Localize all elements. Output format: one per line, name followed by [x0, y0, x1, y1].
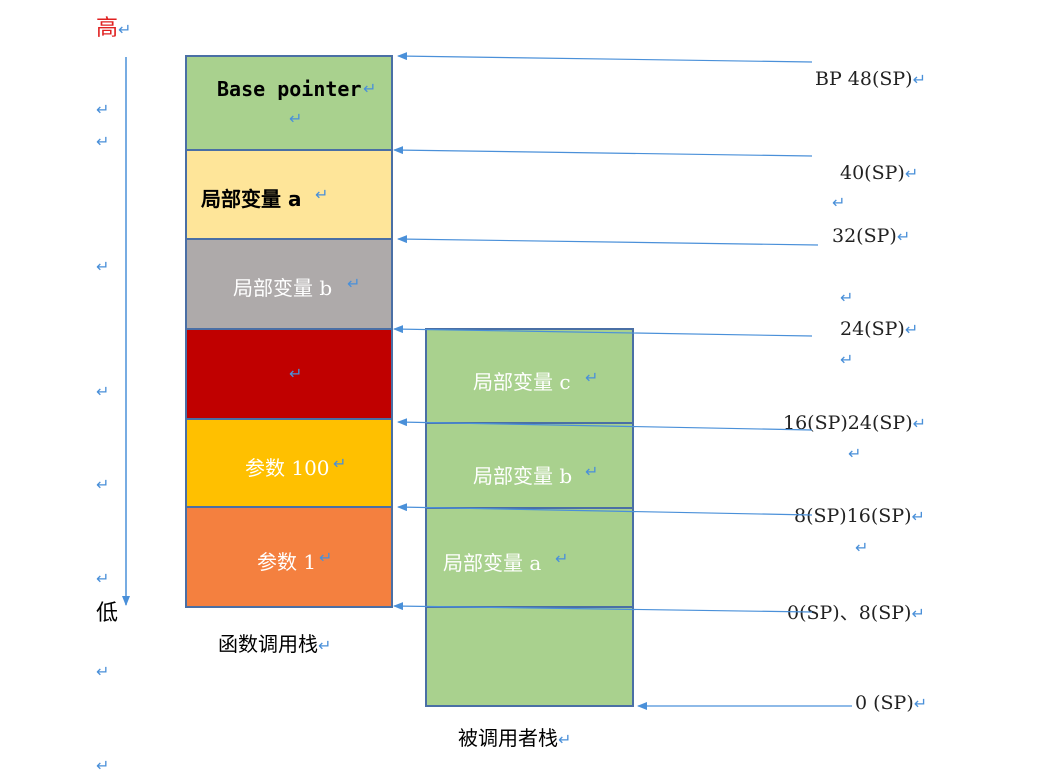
callee-cell-local-b: 局部变量 b ↵: [425, 422, 634, 509]
return-mark: ↵: [96, 662, 110, 681]
pointer-arrow: [393, 602, 813, 613]
offset-label: 24(SP)↵: [840, 318, 919, 340]
return-mark: ↵: [96, 382, 110, 401]
offset-label: 16(SP)24(SP)↵: [783, 412, 927, 434]
caller-stack-title: 函数调用栈↵: [218, 632, 332, 656]
return-mark: ↵: [333, 454, 347, 473]
offset-label: 8(SP)16(SP)↵: [794, 505, 925, 527]
pointer-arrow: [397, 235, 819, 246]
return-mark: ↵: [840, 288, 854, 307]
callee-cell-label: 局部变量 a: [443, 551, 542, 575]
caller-cell-local-b: 局部变量 b ↵: [185, 238, 393, 330]
return-mark: ↵: [96, 257, 110, 276]
return-mark: ↵: [96, 569, 110, 588]
low-label: 低: [96, 601, 119, 626]
pointer-arrow: [393, 325, 813, 337]
return-mark: ↵: [315, 185, 329, 204]
return-mark: ↵: [96, 100, 110, 119]
caller-cell-label: Base pointer: [217, 77, 362, 101]
return-mark: ↵: [347, 274, 361, 293]
return-mark: ↵: [832, 193, 846, 212]
return-mark: ↵: [289, 364, 303, 383]
caller-cell-param-1: 参数 1 ↵: [185, 506, 393, 608]
return-mark: ↵: [319, 548, 333, 567]
return-mark: ↵: [96, 475, 110, 494]
callee-cell-empty: [425, 606, 634, 707]
callee-cell-label: 局部变量 b: [473, 464, 573, 488]
return-mark: ↵: [848, 444, 862, 463]
callee-cell-label: 局部变量 c: [473, 370, 571, 394]
return-mark: ↵: [555, 549, 569, 568]
caller-cell-label: 局部变量 a: [201, 187, 302, 211]
offset-label: 0 (SP)↵: [855, 692, 928, 714]
caller-cell-param-100: 参数 100 ↵: [185, 418, 393, 508]
offset-label: 32(SP)↵: [832, 225, 911, 247]
pointer-arrow: [397, 503, 813, 516]
callee-stack-title: 被调用者栈↵: [458, 726, 572, 750]
pointer-arrow: [397, 418, 813, 431]
return-mark: ↵: [96, 132, 110, 151]
caller-cell-local-a: 局部变量 a ↵: [185, 149, 393, 240]
offset-label: 0(SP)、8(SP)↵: [787, 602, 925, 624]
return-mark: ↵: [840, 350, 854, 369]
caller-cell-label: 局部变量 b: [233, 276, 333, 300]
return-mark: ↵: [289, 109, 303, 128]
return-mark: ↵: [363, 79, 377, 98]
return-mark: ↵: [585, 368, 599, 387]
offset-label: BP 48(SP)↵: [815, 68, 926, 90]
caller-cell-label: 参数 1: [257, 550, 317, 574]
caller-cell-base-pointer: Base pointer ↵ ↵: [185, 55, 393, 151]
high-label: 高↵: [96, 16, 132, 41]
caller-cell-empty: ↵: [185, 328, 393, 420]
callee-cell-local-a: 局部变量 a ↵: [425, 507, 634, 608]
return-mark: ↵: [585, 462, 599, 481]
offset-label: 40(SP)↵: [840, 162, 919, 184]
pointer-arrow: [397, 52, 813, 63]
return-mark: ↵: [96, 756, 110, 775]
pointer-arrow: [393, 146, 813, 157]
callee-cell-local-c: 局部变量 c ↵: [425, 328, 634, 424]
caller-cell-label: 参数 100: [245, 456, 330, 480]
return-mark: ↵: [855, 538, 869, 557]
